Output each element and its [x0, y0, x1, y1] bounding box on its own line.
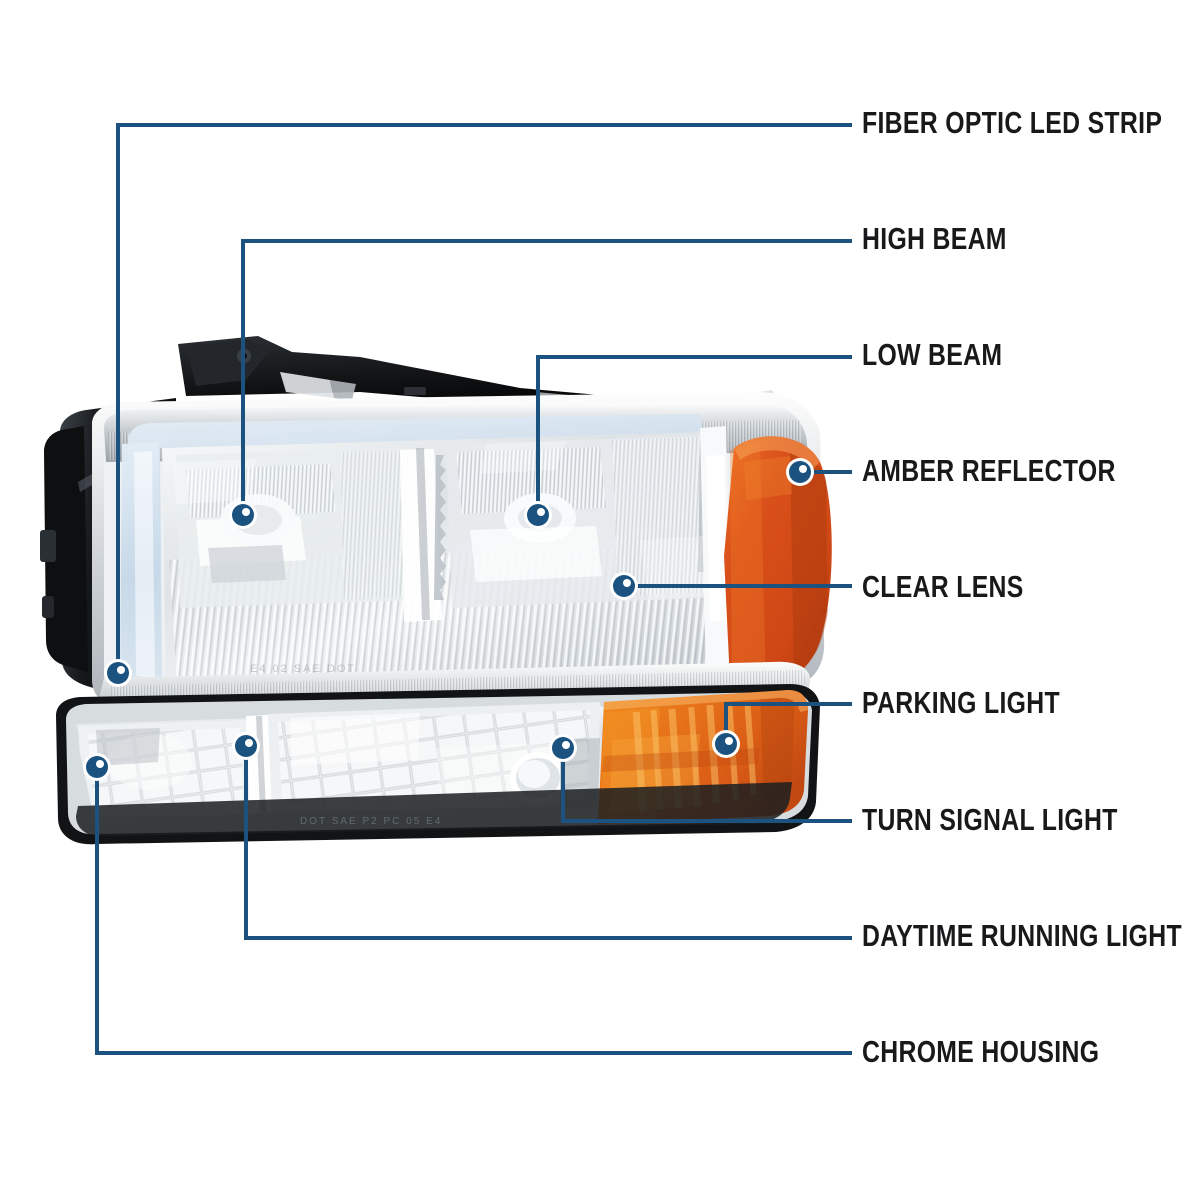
bumper-light-assembly: DOT SAE P2 PC 05 E4	[56, 684, 820, 845]
callout-label-high-beam: HIGH BEAM	[862, 221, 1007, 256]
callout-label-daytime-running-light: DAYTIME RUNNING LIGHT	[862, 918, 1182, 953]
headlight-housing: E4 02 SAE DOT	[40, 392, 832, 723]
callout-label-fiber-optic-led-strip: FIBER OPTIC LED STRIP	[862, 105, 1163, 140]
callout-label-parking-light: PARKING LIGHT	[862, 685, 1060, 720]
callout-label-low-beam: LOW BEAM	[862, 337, 1003, 372]
callout-label-clear-lens: CLEAR LENS	[862, 569, 1024, 604]
callout-label-turn-signal-light: TURN SIGNAL LIGHT	[862, 802, 1118, 837]
callout-label-amber-reflector: AMBER REFLECTOR	[862, 453, 1116, 488]
amber-corner-reflector	[724, 436, 832, 690]
svg-text:DOT SAE P2 PC 05 E4: DOT SAE P2 PC 05 E4	[300, 816, 442, 827]
callout-label-chrome-housing: CHROME HOUSING	[862, 1034, 1100, 1069]
